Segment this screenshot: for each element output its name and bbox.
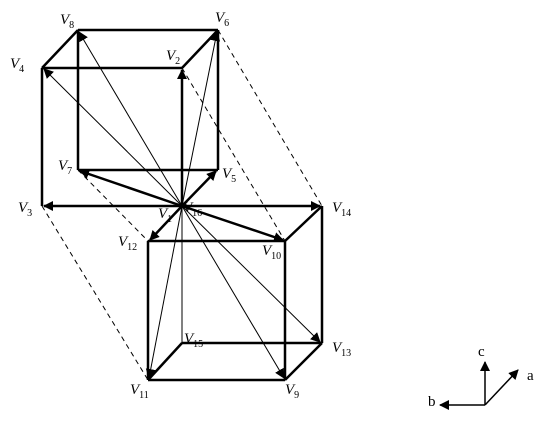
label-v1: V1	[158, 206, 172, 225]
vector-v13	[181, 205, 321, 343]
vector-v4	[43, 68, 183, 207]
label-v8: V8	[60, 12, 74, 31]
label-v10: V10	[262, 243, 281, 262]
vector-v6	[181, 31, 221, 207]
axis-b-label: b	[428, 394, 436, 410]
lower-cube	[146, 205, 324, 382]
label-v9: V9	[285, 382, 299, 401]
space-vectors	[43, 31, 321, 379]
label-v7: V7	[58, 158, 72, 177]
label-v14: V14	[332, 200, 351, 219]
label-v4: V4	[10, 56, 24, 75]
axis-a-label: a	[527, 368, 534, 384]
label-v11: V11	[130, 382, 149, 401]
label-v6: V6	[215, 10, 229, 29]
vector-v10	[181, 204, 284, 242]
coordinate-axes	[439, 361, 519, 410]
vector-v7	[79, 169, 183, 208]
label-v12: V12	[118, 234, 137, 253]
label-v13: V13	[332, 340, 351, 359]
axis-a-arrow	[484, 369, 519, 406]
label-v2: V2	[166, 48, 180, 67]
vector-v8	[78, 31, 183, 207]
vector-v5	[181, 170, 217, 207]
upper-cube	[40, 28, 220, 206]
axis-c-label: c	[478, 344, 485, 360]
label-v15: V15	[184, 331, 203, 350]
label-v3: V3	[18, 200, 32, 219]
vector-v12	[149, 205, 183, 241]
vector-labels: V8 V6 V2 V4 V7 V5 V3 V1 V16 V14 V12 V10 …	[10, 10, 351, 401]
label-v16: V16	[183, 200, 202, 219]
label-v5: V5	[222, 166, 236, 185]
vector-v11	[145, 205, 183, 379]
vector-v9	[181, 205, 285, 379]
